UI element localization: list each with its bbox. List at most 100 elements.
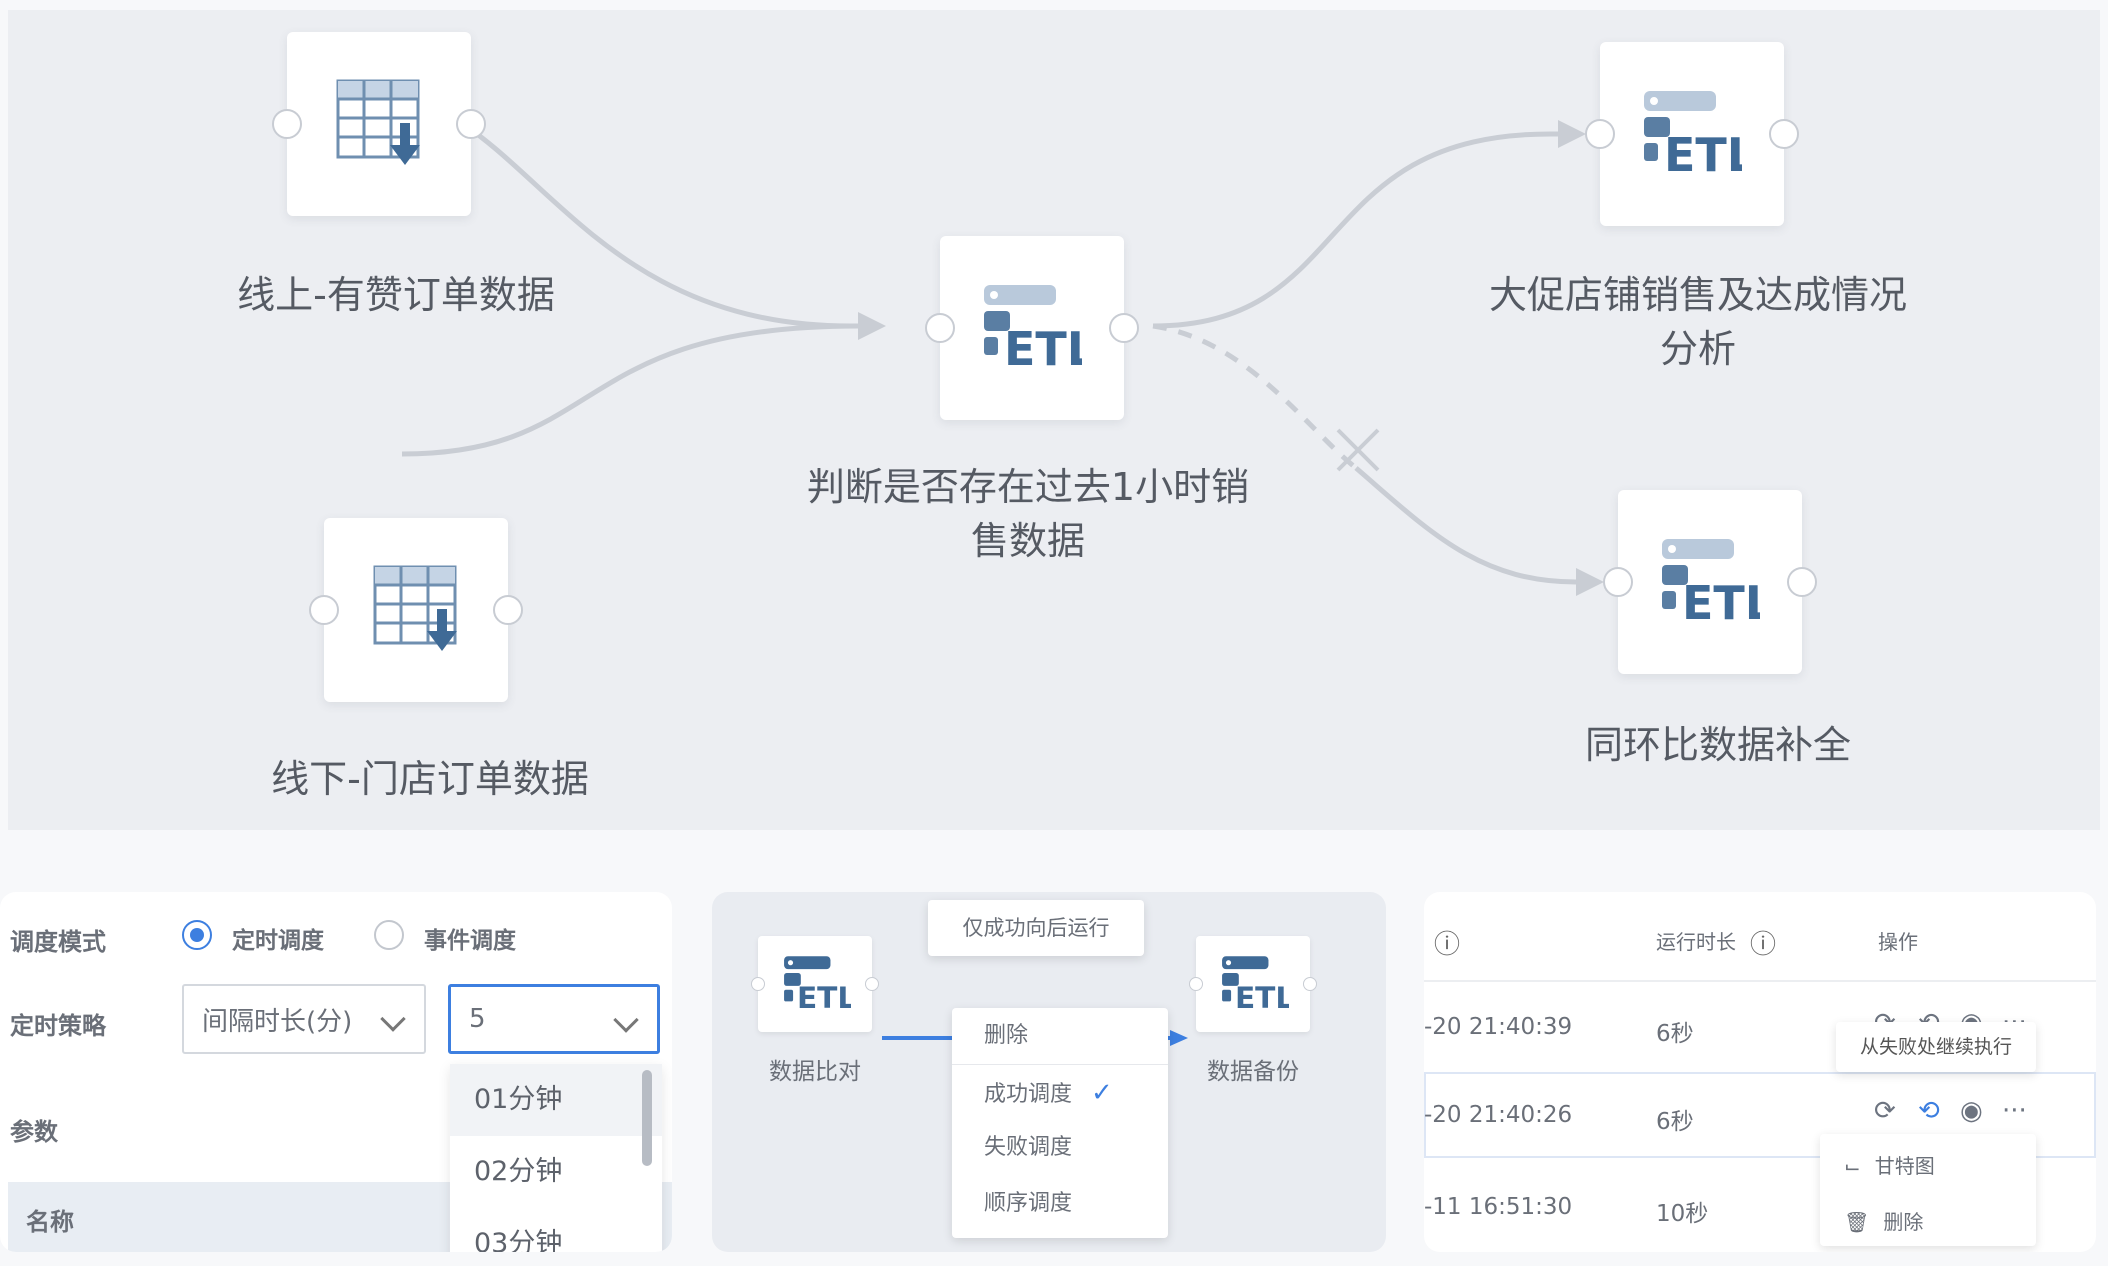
more-icon[interactable]: ···	[2002, 1096, 2027, 1126]
check-icon: ✓	[1091, 1078, 1113, 1108]
label-line: 判断是否存在过去1小时销	[806, 465, 1250, 509]
interval-value: 5	[469, 1004, 486, 1034]
input-port[interactable]	[751, 977, 765, 991]
edge-judge-to-yoy[interactable]	[1354, 466, 1577, 585]
menu-item-label: 删除	[1883, 1210, 1924, 1234]
stop-icon[interactable]: ◉	[1960, 1096, 1983, 1126]
etl-icon: ETL	[1662, 539, 1760, 627]
menu-item-label: 成功调度	[984, 1082, 1073, 1107]
info-icon[interactable]: ⓘ	[1434, 930, 1461, 960]
edge-arrow	[1576, 568, 1604, 596]
interval-option[interactable]: 01分钟	[450, 1064, 662, 1136]
etl-icon: ETL	[784, 956, 851, 1013]
radio-timed-label[interactable]: 定时调度	[232, 928, 324, 954]
svg-text:ETL: ETL	[1682, 576, 1760, 627]
dropdown-scrollbar[interactable]	[642, 1070, 652, 1166]
link-context-menu: 删除 成功调度 ✓ 失败调度 顺序调度	[952, 1008, 1168, 1238]
resume-tooltip: 从失败处继续执行	[1836, 1022, 2036, 1072]
input-port[interactable]	[1585, 119, 1615, 149]
node-promo-etl[interactable]: ETL	[1585, 42, 1799, 226]
run-table-panel: ⓘ 运行时长 ⓘ 操作 -20 21:40:39 6秒 ⟳ ⟲ ◉ ··· -2…	[1424, 892, 2096, 1252]
trash-icon: 🗑	[1844, 1210, 1870, 1234]
source-label: 数据比对	[769, 1059, 861, 1085]
edge-offline-to-judge[interactable]	[401, 323, 859, 457]
node-label-offline-orders: 线下-门店订单数据	[271, 757, 589, 801]
output-port[interactable]	[1303, 977, 1317, 991]
output-port[interactable]	[493, 595, 523, 625]
node-label-promo: 大促店铺销售及达成情况 分析	[1448, 268, 1948, 376]
label-line: 大促店铺销售及达成情况	[1488, 273, 1907, 317]
output-port[interactable]	[1109, 313, 1139, 343]
refresh-icon[interactable]: ⟳	[1874, 1096, 1896, 1126]
interval-dropdown: 01分钟 02分钟 03分钟	[450, 1064, 662, 1252]
edge-judge-to-yoy-dashed[interactable]	[1152, 323, 1358, 470]
run-duration: 6秒	[1656, 1021, 1694, 1047]
svg-text:ETL: ETL	[797, 980, 851, 1013]
edge-arrow	[1558, 120, 1586, 148]
chevron-down-icon	[380, 1006, 406, 1032]
input-port[interactable]	[309, 595, 339, 625]
info-icon[interactable]: ⓘ	[1750, 930, 1777, 960]
gantt-icon: ⌙	[1844, 1154, 1861, 1178]
duration-header: 运行时长	[1656, 930, 1736, 954]
strategy-value: 间隔时长(分)	[202, 1006, 353, 1037]
run-time: -20 21:40:26	[1424, 1102, 1573, 1128]
etl-icon: ETL	[984, 285, 1082, 373]
node-label-judge: 判断是否存在过去1小时销 售数据	[768, 460, 1288, 568]
mini-node-source[interactable]: ETL	[751, 936, 879, 1032]
run-duration: 10秒	[1656, 1201, 1709, 1227]
dag-canvas[interactable]: 线上-有赞订单数据 线下-门店订单数据 ETL 判断是否存在过去1小	[8, 10, 2100, 830]
output-port[interactable]	[456, 109, 486, 139]
mini-node-target[interactable]: ETL	[1189, 936, 1317, 1032]
run-duration: 6秒	[1656, 1109, 1694, 1135]
table-download-icon	[373, 565, 457, 651]
menu-item-gantt[interactable]: ⌙ 甘特图	[1820, 1138, 2036, 1194]
table-download-icon	[336, 79, 420, 165]
strategy-label: 定时策略	[10, 1012, 106, 1040]
interval-select[interactable]: 5	[448, 984, 660, 1054]
node-judge-etl[interactable]: ETL	[925, 236, 1139, 420]
radio-event[interactable]	[374, 920, 404, 950]
menu-item-failure[interactable]: 失败调度	[984, 1135, 1073, 1160]
menu-item-success[interactable]: 成功调度 ✓	[952, 1064, 1168, 1120]
edge-arrow	[858, 312, 886, 340]
input-port[interactable]	[1189, 977, 1203, 991]
svg-text:ETL: ETL	[1004, 322, 1082, 373]
chevron-down-icon	[613, 1007, 639, 1033]
row-context-menu: ⌙ 甘特图 🗑 删除	[1820, 1134, 2036, 1246]
etl-icon: ETL	[1644, 91, 1742, 179]
menu-item-delete[interactable]: 🗑 删除	[1820, 1194, 2036, 1250]
node-yoy-etl[interactable]: ETL	[1603, 490, 1817, 674]
name-column-header: 名称	[26, 1208, 74, 1236]
input-port[interactable]	[1603, 567, 1633, 597]
menu-item-delete[interactable]: 删除	[984, 1023, 1029, 1048]
menu-item-label: 甘特图	[1874, 1154, 1935, 1178]
node-online-orders[interactable]	[272, 32, 486, 216]
label-line: 售数据	[970, 519, 1085, 563]
node-label-yoy: 同环比数据补全	[1584, 723, 1851, 767]
radio-timed[interactable]	[182, 920, 212, 950]
run-time: -20 21:40:39	[1424, 1014, 1573, 1040]
radio-event-label[interactable]: 事件调度	[424, 928, 516, 954]
interval-option[interactable]: 03分钟	[474, 1228, 563, 1252]
input-port[interactable]	[925, 313, 955, 343]
table-row[interactable]: -11 16:51:30 10秒	[1424, 1164, 2096, 1250]
edge-cut-icon[interactable]	[1336, 428, 1380, 472]
target-label: 数据备份	[1207, 1059, 1299, 1085]
svg-text:ETL: ETL	[1664, 128, 1742, 179]
history-icon[interactable]: ⟲	[1918, 1096, 1940, 1126]
output-port[interactable]	[1787, 567, 1817, 597]
node-offline-orders[interactable]	[309, 518, 523, 702]
run-time: -11 16:51:30	[1424, 1194, 1573, 1220]
node-label-online-orders: 线上-有赞订单数据	[237, 273, 555, 317]
label-line: 分析	[1659, 327, 1736, 371]
edge-judge-to-promo[interactable]	[1152, 131, 1559, 329]
output-port[interactable]	[865, 977, 879, 991]
interval-option[interactable]: 02分钟	[474, 1156, 563, 1187]
menu-item-sequential[interactable]: 顺序调度	[984, 1191, 1073, 1216]
table-row-selected[interactable]: -20 21:40:26 6秒 ⟳ ⟲ ◉ ···	[1424, 1072, 2096, 1158]
input-port[interactable]	[272, 109, 302, 139]
strategy-select[interactable]: 间隔时长(分)	[182, 984, 426, 1054]
etl-icon: ETL	[1222, 956, 1289, 1013]
output-port[interactable]	[1769, 119, 1799, 149]
